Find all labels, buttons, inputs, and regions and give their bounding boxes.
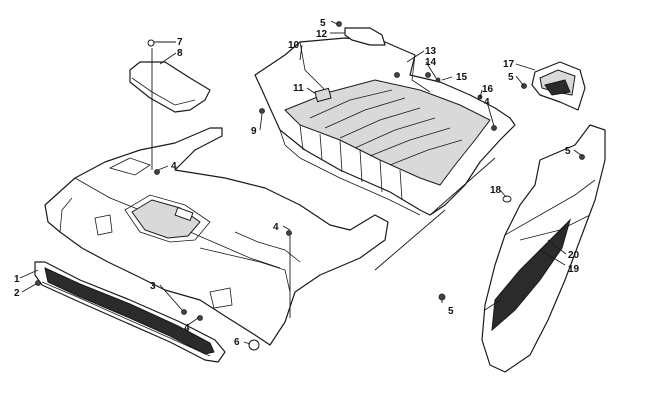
- callout-10: 10: [288, 40, 300, 51]
- grommet: [248, 339, 260, 351]
- callout-20: 20: [568, 250, 580, 261]
- callout-4c: 4: [184, 323, 190, 334]
- callout-13: 13: [425, 46, 437, 57]
- callout-11: 11: [293, 83, 304, 94]
- callout-17: 17: [503, 59, 515, 70]
- callout-12: 12: [316, 29, 328, 40]
- plug: [502, 195, 512, 203]
- callout-16: 16: [482, 84, 494, 95]
- callout-19: 19: [568, 264, 580, 275]
- storage-lid: [129, 61, 211, 113]
- front-trim-strip: [34, 261, 226, 363]
- tail-light: [531, 61, 586, 111]
- rear-body-panel: [44, 127, 389, 346]
- callout-1: 1: [14, 274, 20, 285]
- callout-6: 6: [234, 337, 240, 348]
- callout-5a: 5: [320, 18, 326, 29]
- callout-4b: 4: [273, 222, 279, 233]
- callout-5c: 5: [565, 146, 571, 157]
- callout-14: 14: [425, 57, 437, 68]
- callout-7: 7: [177, 37, 183, 48]
- callout-4a: 4: [171, 161, 177, 172]
- latch-handle: [174, 206, 194, 222]
- upper-bracket: [344, 27, 386, 46]
- callout-labels: 1 2 3 4 4 4 4 4 5 5 5 5 6 7 8 9 10 11 12…: [14, 18, 580, 348]
- callout-5d: 5: [448, 306, 454, 317]
- callout-8: 8: [177, 48, 183, 59]
- callout-2: 2: [14, 288, 20, 299]
- callout-9: 9: [251, 126, 257, 137]
- callout-3: 3: [150, 281, 156, 292]
- callout-4d: 4: [484, 97, 490, 108]
- leader-lines: [19, 20, 583, 345]
- cargo-box: [254, 37, 516, 216]
- callout-15: 15: [456, 72, 468, 83]
- right-side-panel: [481, 124, 606, 373]
- callout-5b: 5: [508, 72, 514, 83]
- callout-18: 18: [490, 185, 502, 196]
- label-plate: [314, 87, 332, 103]
